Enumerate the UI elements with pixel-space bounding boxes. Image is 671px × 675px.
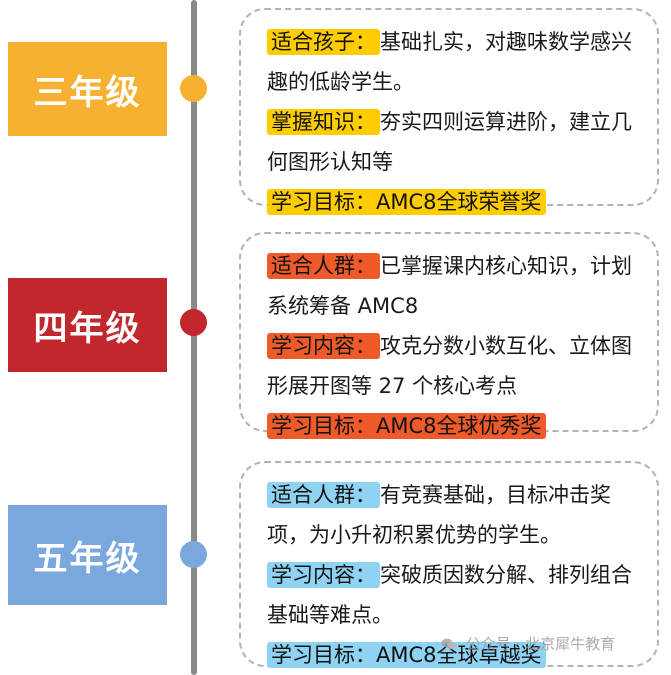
grade-3-card: 适合孩子：基础扎实，对趣味数学感兴趣的低龄学生。 掌握知识：夯实四则运算进阶，建… [239, 8, 659, 215]
grade-5-timeline-dot [180, 541, 207, 568]
grade-3-knowledge-tag: 掌握知识： [267, 109, 380, 135]
grade-3-audience-text: 基础扎实，对趣味数学感兴趣的低龄学生。 [267, 30, 632, 94]
grade-3-goal-tag: 学习目标：AMC8全球荣誉奖 [267, 189, 546, 215]
grade-5-row-audience: 适合人群：有竞赛基础，目标冲击奖项，为小升初积累优势的学生。 [267, 475, 643, 555]
grade-5-box: 五年级 [8, 505, 167, 605]
grade-5-card: 适合人群：有竞赛基础，目标冲击奖项，为小升初积累优势的学生。 学习内容：突破质因… [239, 461, 659, 668]
grade-5-audience-tag: 适合人群： [267, 482, 380, 508]
grade-4-goal-tag: 学习目标：AMC8全球优秀奖 [267, 413, 546, 439]
grade-5-row-content: 学习内容：突破质因数分解、排列组合基础等难点。 [267, 555, 643, 635]
grade-5-goal-tag: 学习目标：AMC8全球卓越奖 [267, 642, 546, 668]
grade-4-content-text: 攻克分数小数互化、立体图形展开图等 27 个核心考点 [267, 334, 632, 398]
grade-4-row-content: 学习内容：攻克分数小数互化、立体图形展开图等 27 个核心考点 [267, 326, 643, 406]
grade-5-label: 五年级 [33, 538, 142, 579]
grade-4-audience-text: 已掌握课内核心知识，计划系统筹备 AMC8 [267, 254, 632, 318]
grade-4-row-goal: 学习目标：AMC8全球优秀奖 [267, 406, 643, 446]
grade-3-label: 三年级 [33, 72, 142, 113]
grade-3-row-audience: 适合孩子：基础扎实，对趣味数学感兴趣的低龄学生。 [267, 22, 643, 102]
grade-3-audience-tag: 适合孩子： [267, 29, 380, 55]
grade-4-card: 适合人群：已掌握课内核心知识，计划系统筹备 AMC8 学习内容：攻克分数小数互化… [239, 232, 659, 439]
grade-5-row-goal: 学习目标：AMC8全球卓越奖 [267, 635, 643, 675]
grade-3-knowledge-text: 夯实四则运算进阶，建立几何图形认知等 [267, 110, 632, 174]
grade-3-row-knowledge: 掌握知识：夯实四则运算进阶，建立几何图形认知等 [267, 102, 643, 182]
timeline-line [191, 0, 197, 675]
grade-4-box: 四年级 [8, 278, 167, 372]
grade-4-timeline-dot [180, 309, 207, 336]
watermark: 公众号 · 北京犀牛教育 [441, 633, 615, 654]
grade-3-box: 三年级 [8, 42, 167, 136]
watermark-text: 公众号 · 北京犀牛教育 [465, 635, 616, 653]
grade-5-content-tag: 学习内容： [267, 562, 380, 588]
grade-3-row-goal: 学习目标：AMC8全球荣誉奖 [267, 182, 643, 222]
grade-4-content-tag: 学习内容： [267, 333, 380, 359]
grade-5-content-text: 突破质因数分解、排列组合基础等难点。 [267, 563, 632, 627]
grade-4-audience-tag: 适合人群： [267, 253, 380, 279]
grade-4-row-audience: 适合人群：已掌握课内核心知识，计划系统筹备 AMC8 [267, 246, 643, 326]
grade-5-audience-text: 有竞赛基础，目标冲击奖项，为小升初积累优势的学生。 [267, 483, 611, 547]
wechat-icon [441, 638, 456, 650]
grade-3-timeline-dot [180, 75, 207, 102]
grade-4-label: 四年级 [33, 308, 142, 349]
